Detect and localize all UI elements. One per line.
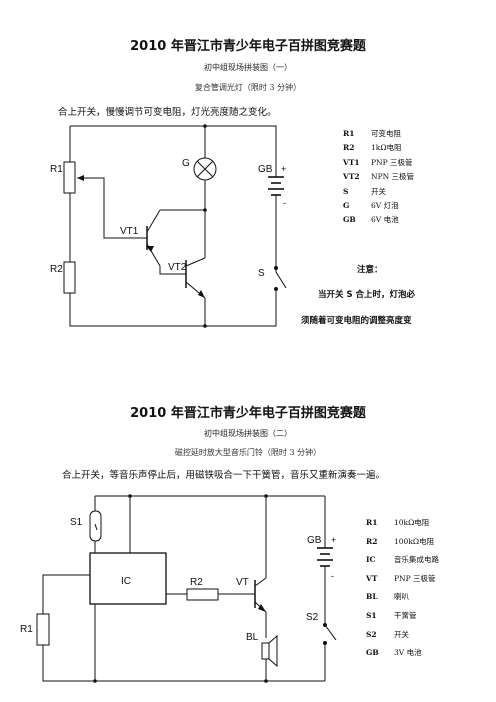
- section2-circuit-name: 磁控延时放大型音乐门铃（限时 3 分钟）: [174, 448, 322, 457]
- gb-label-2: GB: [307, 535, 322, 546]
- vt1-label: VT1: [120, 226, 139, 237]
- gb-label: GB: [258, 164, 273, 175]
- note-line-1: 当开关 S 合上时，灯泡必: [318, 290, 416, 300]
- r1-resistor-symbol-2: [36, 613, 50, 646]
- vt-label: VT: [236, 577, 249, 588]
- section1-title: 2010 年晋江市青少年电子百拼图竞赛题: [130, 39, 366, 54]
- section1-instruction: 合上开关，慢慢调节可变电阻，灯光亮度随之变化。: [58, 107, 277, 118]
- section2-instruction: 合上开关，等音乐声停止后，用磁铁吸合一下干簧管，音乐又重新演奏一遍。: [62, 470, 386, 481]
- section1-circuit-name: 复合管调光灯（限时 3 分钟）: [194, 83, 302, 92]
- section2-title: 2010 年晋江市青少年电子百拼图竞赛题: [130, 406, 366, 421]
- gb-minus-label-2: -: [331, 571, 334, 581]
- speaker-symbol: [261, 642, 270, 660]
- gb-minus-label: -: [283, 198, 286, 208]
- note-title: 注意：: [357, 265, 383, 275]
- vt2-label: VT2: [168, 262, 187, 273]
- r2-resistor-symbol: [63, 261, 76, 294]
- r1-label: R1: [50, 164, 63, 175]
- r2-resistor-symbol-2: [186, 588, 219, 601]
- s2-label: S2: [306, 612, 319, 623]
- r2-label: R2: [50, 264, 63, 275]
- section1-subtitle: 初中组现场拼装图（一）: [204, 63, 292, 72]
- r1-label-2: R1: [20, 624, 33, 635]
- ic-label: IC: [121, 576, 131, 587]
- gb-plus-label-2: +: [331, 535, 336, 545]
- g-label: G: [182, 158, 190, 169]
- ic-box: [89, 552, 167, 605]
- note-line-2: 须随着可变电阻的调整亮度变: [301, 316, 412, 326]
- s-label: S: [258, 268, 265, 279]
- section2-subtitle: 初中组现场拼装图（二）: [204, 429, 292, 438]
- bl-label: BL: [246, 632, 259, 643]
- gb-plus-label: +: [281, 164, 286, 174]
- r2-label-2: R2: [190, 577, 203, 588]
- r1-resistor-symbol: [63, 161, 76, 194]
- s1-label: S1: [70, 517, 83, 528]
